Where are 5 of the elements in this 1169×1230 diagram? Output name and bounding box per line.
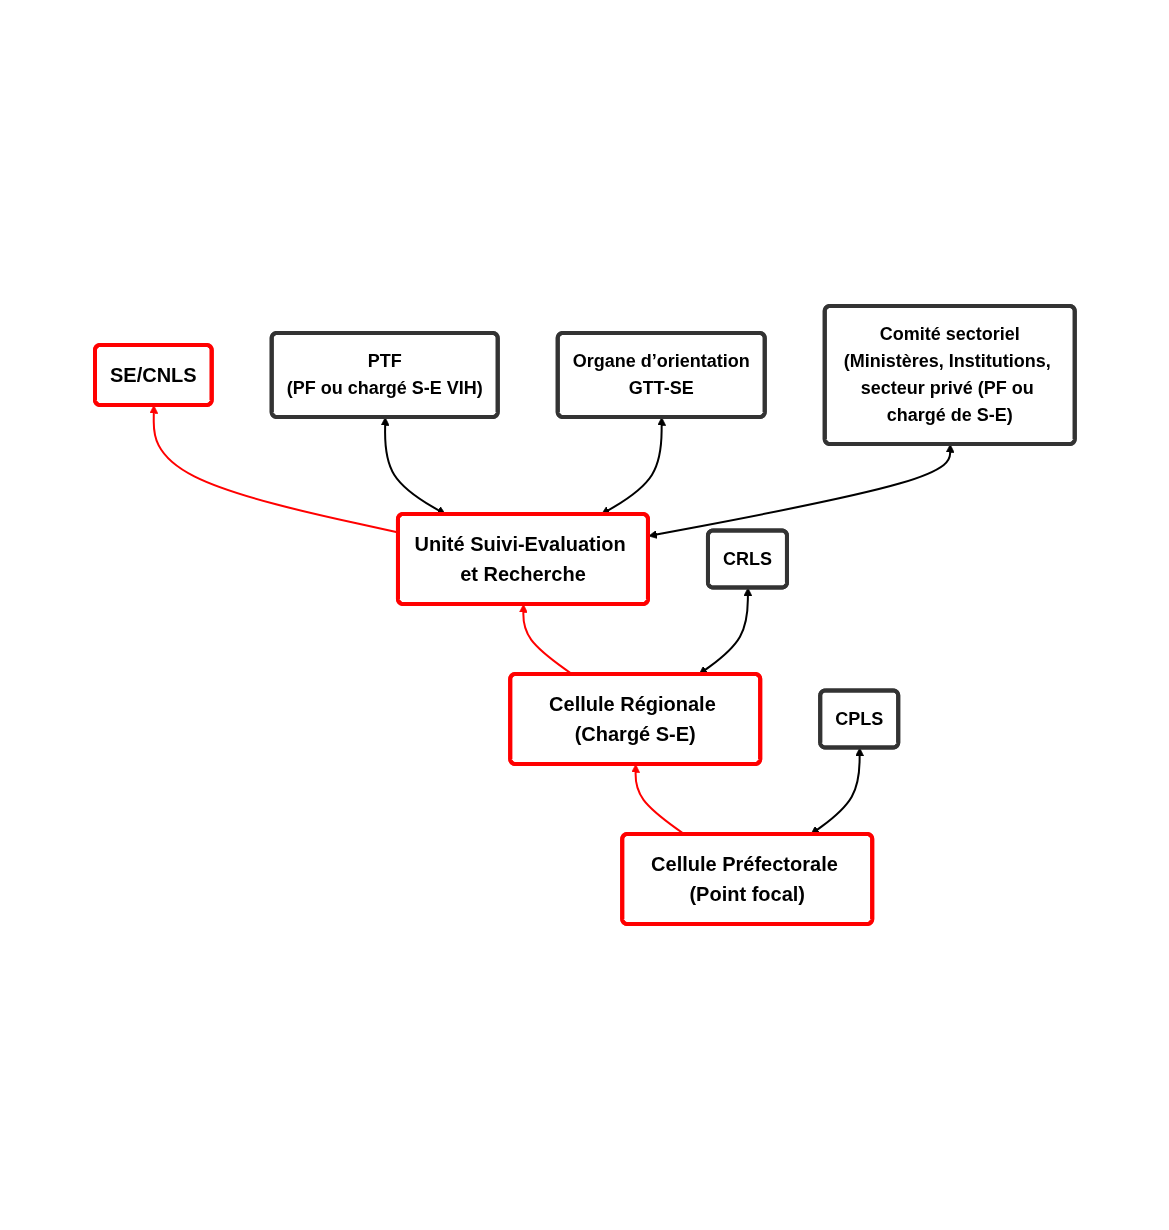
arrow — [810, 747, 864, 835]
arrow — [648, 444, 955, 539]
arrow — [600, 417, 666, 515]
arrow — [380, 417, 446, 515]
arrow — [698, 587, 752, 675]
